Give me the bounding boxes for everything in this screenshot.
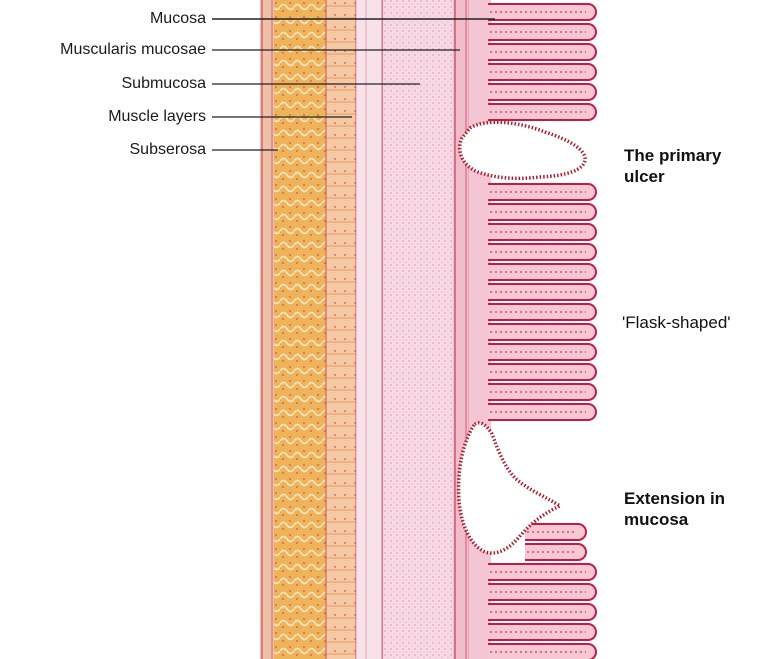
annotation-extension-in-mucosa: Extension in mucosa [624,488,725,530]
annotation-primary-ulcer-line2: ulcer [624,166,721,187]
mucosa-base [469,0,491,659]
villi-group [488,4,596,659]
label-mucosa: Mucosa [150,10,206,28]
submucosa-layer [383,0,453,659]
muscle-layer-outer [274,0,326,659]
primary-ulcer [460,122,585,178]
annotation-extension-line2: mucosa [624,509,725,530]
villus [525,544,586,560]
annotation-flask-shaped: 'Flask-shaped' [622,312,731,333]
transition-band [356,0,382,659]
villus [525,524,586,540]
annotation-primary-ulcer-line1: The primary [624,145,721,166]
annotation-primary-ulcer: The primary ulcer [624,145,721,187]
annotation-extension-line1: Extension in [624,488,725,509]
label-muscle-layers: Muscle layers [108,108,206,126]
label-subserosa: Subserosa [130,141,207,159]
label-submucosa: Submucosa [122,75,207,93]
muscle-layer-inner [326,0,356,659]
label-muscularis-mucosae: Muscularis mucosae [60,41,206,59]
